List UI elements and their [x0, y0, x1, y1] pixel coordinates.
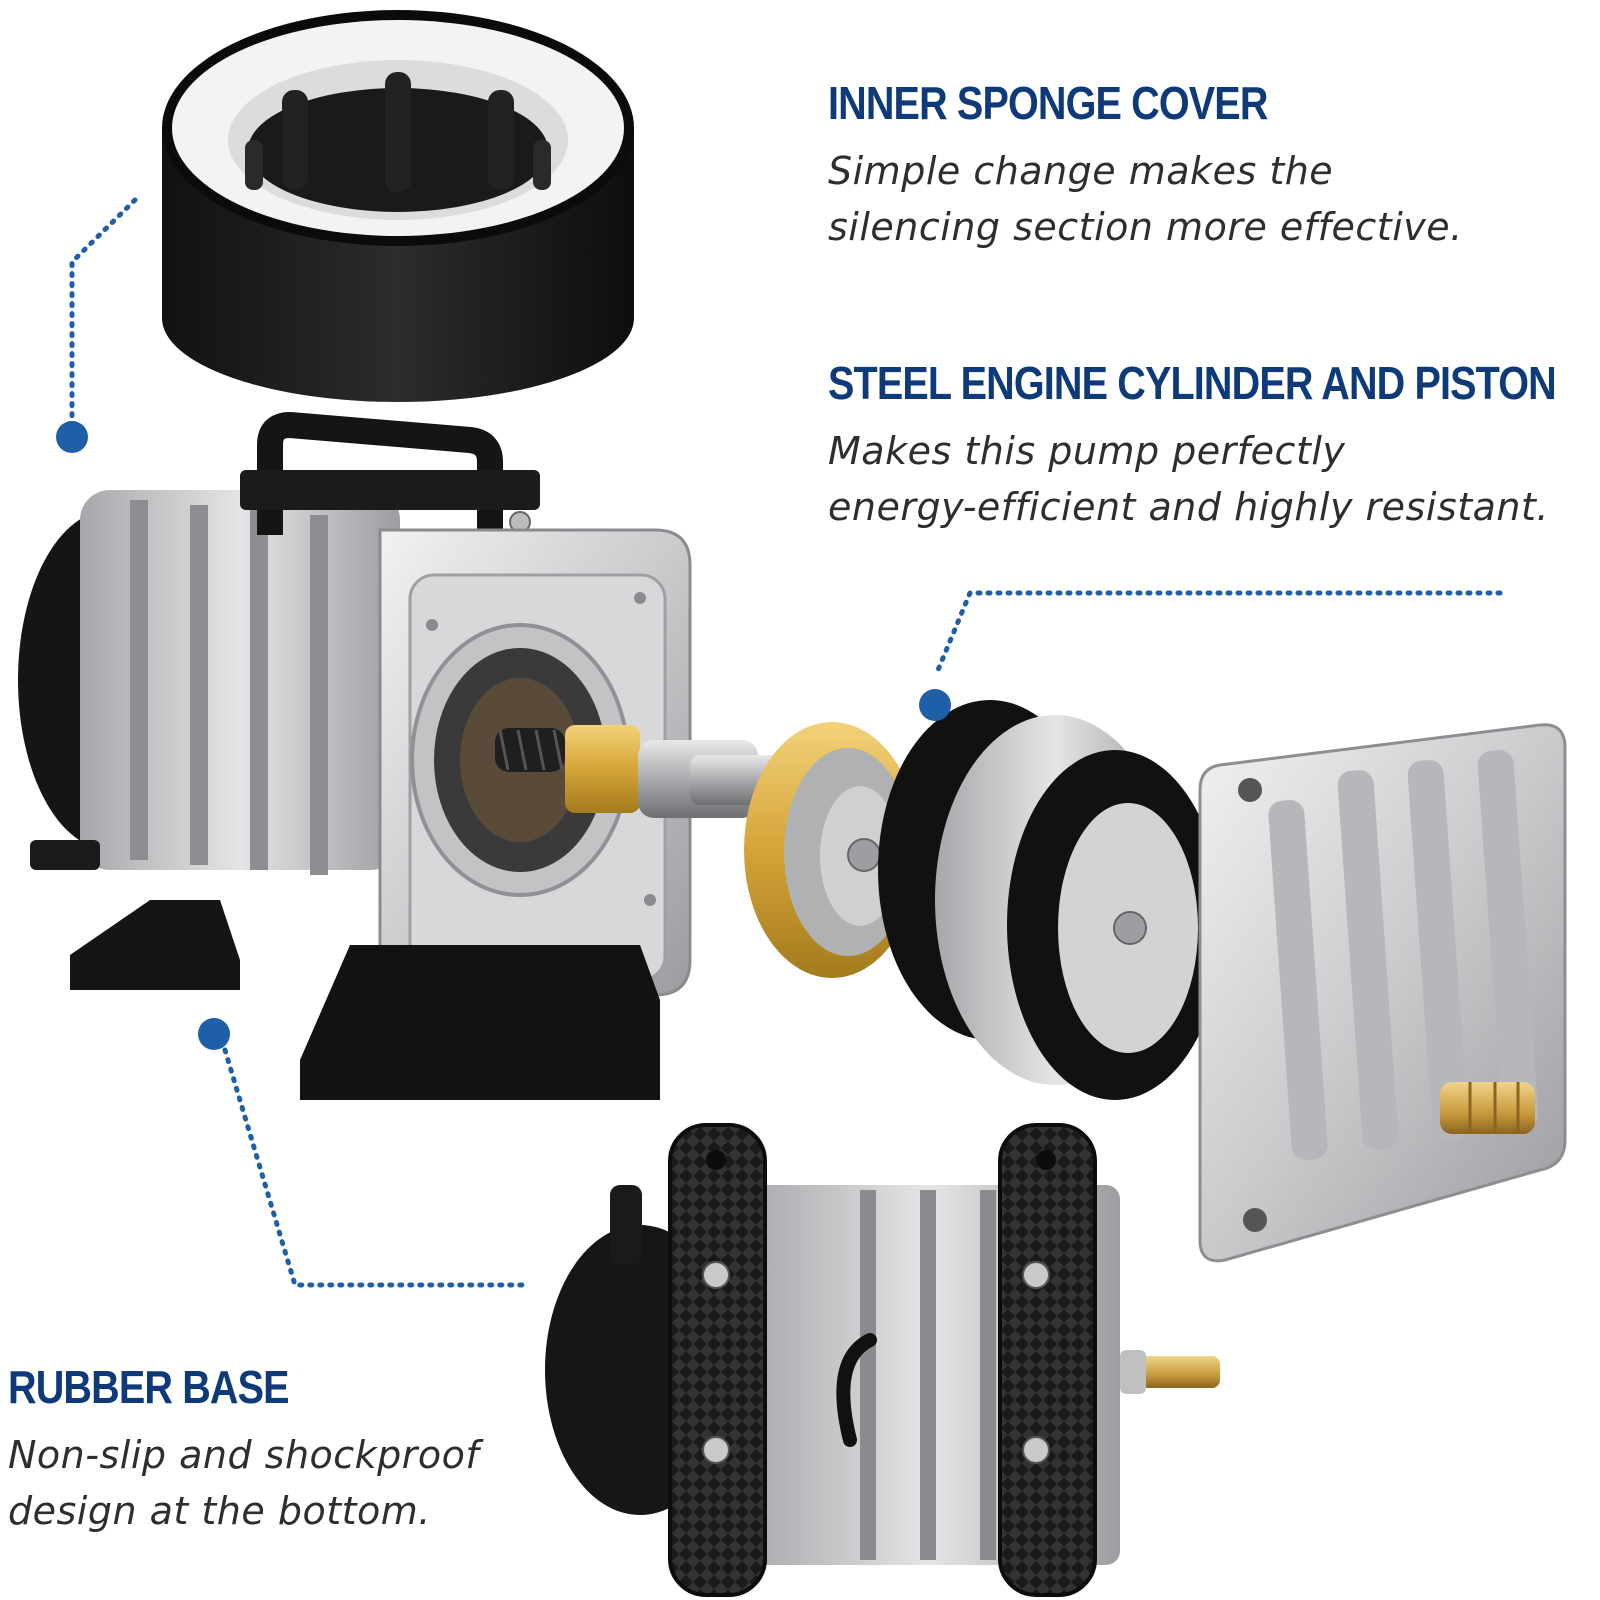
feature-description-line: energy-efficient and highly resistant. — [828, 484, 1549, 529]
pump-base-image — [545, 1123, 1220, 1597]
callout-dot — [198, 1018, 230, 1050]
feature-description: Simple change makes the silencing sectio… — [828, 143, 1463, 255]
feature-description-line: silencing section more effective. — [828, 204, 1463, 249]
feature-description-line: Makes this pump perfectly — [828, 428, 1346, 473]
feature-description-line: Non-slip and shockproof — [8, 1432, 480, 1477]
callout-rubber-connector — [198, 1018, 531, 1288]
feature-description: Makes this pump perfectly energy-efficie… — [828, 423, 1600, 535]
callout-sponge-connector — [56, 197, 138, 453]
feature-sponge: INNER SPONGE COVER Simple change makes t… — [828, 78, 1463, 255]
feature-description: Non-slip and shockproof design at the bo… — [8, 1427, 479, 1539]
callout-dot — [56, 421, 88, 453]
sponge-cover-image — [162, 10, 634, 402]
feature-description-line: design at the bottom. — [8, 1488, 431, 1533]
piston-assembly-image — [495, 700, 1567, 1263]
feature-rubber: RUBBER BASE Non-slip and shockproof desi… — [8, 1362, 479, 1539]
feature-description-line: Simple change makes the — [828, 148, 1334, 193]
feature-title: STEEL ENGINE CYLINDER AND PISTON — [828, 357, 1557, 409]
callout-dot — [919, 689, 951, 721]
callout-steel-connector — [919, 590, 1503, 721]
feature-steel: STEEL ENGINE CYLINDER AND PISTON Makes t… — [828, 358, 1600, 535]
feature-title: RUBBER BASE — [8, 1361, 290, 1413]
feature-title: INNER SPONGE COVER — [828, 77, 1268, 129]
